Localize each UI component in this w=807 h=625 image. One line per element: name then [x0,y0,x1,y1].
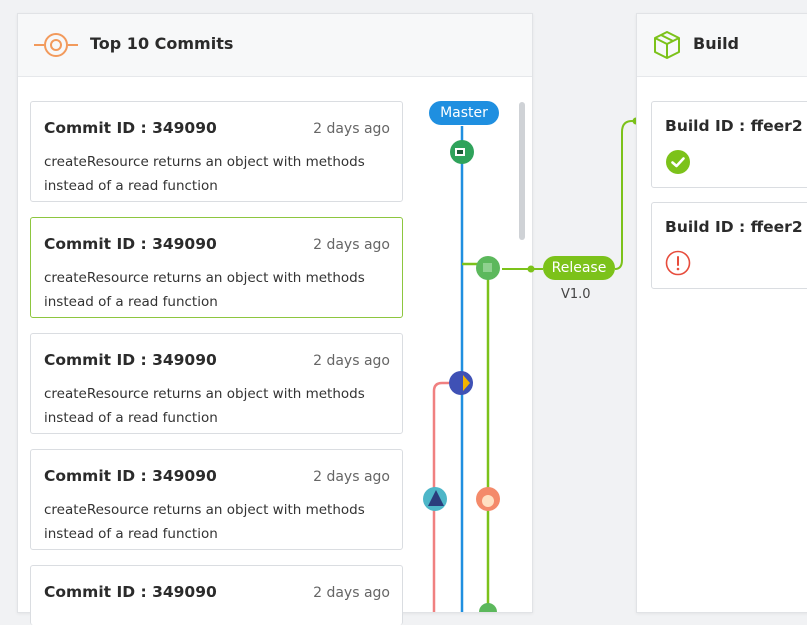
master-branch-label[interactable]: Master [429,101,499,125]
commit-icon [32,29,80,65]
build-panel-title: Build [693,34,740,53]
package-icon [651,29,683,65]
commit-time: 2 days ago [313,237,390,253]
commit-time: 2 days ago [313,469,390,485]
commit-time: 2 days ago [313,353,390,369]
feature-branch-line [432,381,449,612]
commit-id: Commit ID : 349090 [44,351,217,369]
commit-time: 2 days ago [313,121,390,137]
build-link-line [614,120,636,270]
commit-time: 2 days ago [313,585,390,601]
author-avatar [476,487,500,511]
commit-id: Commit ID : 349090 [44,583,217,601]
commit-message: createResource returns an object with me… [44,270,365,310]
commits-panel-header: Top 10 Commits [18,14,532,77]
release-version: V1.0 [561,287,591,302]
build-card[interactable]: Build ID : ffeer2 [651,202,807,289]
commit-id: Commit ID : 349090 [44,467,217,485]
release-branch-label[interactable]: Release [543,256,615,280]
build-card[interactable]: Build ID : ffeer2 [651,101,807,188]
release-link-dot [527,265,535,273]
commit-card[interactable]: Commit ID : 349090 2 days ago createReso… [30,101,403,202]
commit-message: createResource returns an object with me… [44,386,365,426]
commit-message: createResource returns an object with me… [44,502,365,542]
commit-card[interactable]: Commit ID : 349090 2 days ago createReso… [30,333,403,434]
commit-id: Commit ID : 349090 [44,119,217,137]
branch-graph [423,117,640,612]
commits-panel-title: Top 10 Commits [90,34,234,53]
author-avatar [476,256,500,280]
author-avatar [479,603,497,612]
commit-list-scrollbar[interactable] [519,102,525,240]
build-id: Build ID : ffeer2 [665,218,803,236]
commit-card-selected[interactable]: Commit ID : 349090 2 days ago createReso… [30,217,403,318]
build-id: Build ID : ffeer2 [665,117,803,135]
build-panel-header: Build [637,14,807,77]
commit-card[interactable]: Commit ID : 349090 2 days ago createReso… [30,449,403,550]
author-avatar [449,371,473,395]
commit-id: Commit ID : 349090 [44,235,217,253]
check-circle-icon [665,149,691,179]
alert-circle-icon [665,250,691,280]
author-avatar [423,487,447,511]
author-avatar [450,140,474,164]
commit-message: createResource returns an object with me… [44,154,365,194]
